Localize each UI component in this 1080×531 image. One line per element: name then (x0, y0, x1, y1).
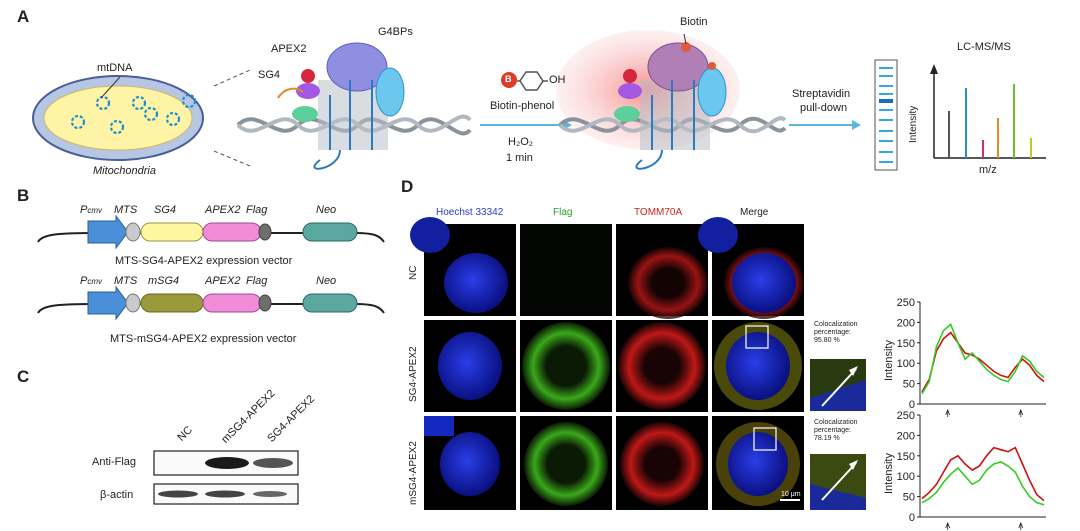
vector-1-probe: SG4 (154, 204, 177, 216)
profile-1-ytick-label: 50 (903, 379, 915, 391)
profile-1-marker-arrow-icon (945, 408, 951, 417)
profile-1-ytick-label: 200 (897, 317, 915, 329)
vector-2-caption: MTS-mSG4-APEX2 expression vector (110, 333, 297, 345)
vector-1-flag: Flag (246, 204, 268, 216)
profile-2-series-2-line (921, 461, 1045, 506)
h2o2-label: H₂O₂ (508, 136, 534, 148)
g4-complex-icon (277, 42, 405, 170)
spectrum-xlabel: m/z (979, 164, 997, 176)
biotin-phenol-icon (501, 71, 548, 91)
panel-a-letter: A (17, 7, 30, 26)
profile-1-ytick-label: 150 (897, 338, 915, 350)
profile-2-marker-arrow-icon (945, 521, 951, 530)
profile-2-marker-arrow-icon (1018, 521, 1024, 530)
profile-2-ytick-label: 0 (909, 512, 915, 524)
labelled-g4-complex-icon (614, 42, 727, 170)
row-label-beta-actin: β-actin (100, 489, 134, 501)
profile-2-ytick-label: 100 (897, 471, 915, 483)
channel-header-tomm70a: TOMM70A (634, 207, 683, 218)
time-label: 1 min (506, 152, 533, 164)
channel-header-hoechst: Hoechst 33342 (436, 207, 504, 218)
pulldown-label-1: Streptavidin (792, 88, 851, 100)
profile-2-ytick-label: 200 (897, 430, 915, 442)
profile-2-ytick-label: 150 (897, 451, 915, 463)
scale-bar-label: 10 μm (781, 491, 801, 498)
vector-1-neo: Neo (316, 204, 337, 216)
biotin-label: Biotin (680, 16, 708, 28)
vector-2-apex2: APEX2 (205, 275, 241, 287)
profile-1-series-2-line (921, 323, 1045, 395)
profile-2-ytick-label: 50 (903, 492, 915, 504)
vector-2-flag: Flag (246, 275, 268, 287)
profile-1-ytick-label: 0 (909, 399, 915, 411)
profile-2-ytick-label: 250 (897, 410, 915, 422)
pulldown-label-2: pull-down (800, 102, 848, 114)
biotin-phenol-label: Biotin-phenol (490, 100, 555, 112)
profile-1-ylabel: Intensity (883, 340, 895, 381)
mitochondria-label: Mitochondria (93, 165, 156, 177)
vector-1-promoter: Pcmv (80, 204, 103, 216)
profile-2-ylabel: Intensity (883, 453, 895, 494)
profile-1-ytick-label: 250 (897, 297, 915, 309)
lcms-label: LC-MS/MS (957, 41, 1011, 53)
vector-2-promoter: Pcmv (80, 275, 103, 287)
sg4-label: SG4 (258, 69, 281, 81)
mtdna-label: mtDNA (97, 62, 133, 74)
vector-2-mts: MTS (114, 275, 138, 287)
vector-2-neo: Neo (316, 275, 337, 287)
channel-header-merge: Merge (740, 207, 769, 218)
vector-1-mts: MTS (114, 204, 138, 216)
panel-d-letter: D (401, 177, 414, 196)
row-label-anti-flag: Anti-Flag (92, 456, 137, 468)
profile-1-ytick-label: 100 (897, 358, 915, 370)
profile-1-marker-arrow-icon (1018, 408, 1024, 417)
vector-2-probe: mSG4 (148, 275, 180, 287)
channel-header-flag: Flag (553, 207, 573, 218)
gel-lane-icon (874, 59, 898, 171)
profile-2-series-1-line (921, 446, 1045, 502)
b-glyph: B (505, 74, 512, 84)
vector-1-caption: MTS-SG4-APEX2 expression vector (115, 255, 293, 267)
vector-1-apex2: APEX2 (205, 204, 241, 216)
mass-spectrum-icon (930, 64, 1046, 159)
oh-label: OH (549, 74, 566, 86)
profile-1-series-1-line (921, 331, 1045, 393)
panel-b-letter: B (17, 186, 30, 205)
g4bps-label: G4BPs (378, 26, 413, 38)
mitochondrion-icon (32, 75, 204, 161)
panel-c-letter: C (17, 367, 30, 386)
apex2-label: APEX2 (271, 43, 307, 55)
